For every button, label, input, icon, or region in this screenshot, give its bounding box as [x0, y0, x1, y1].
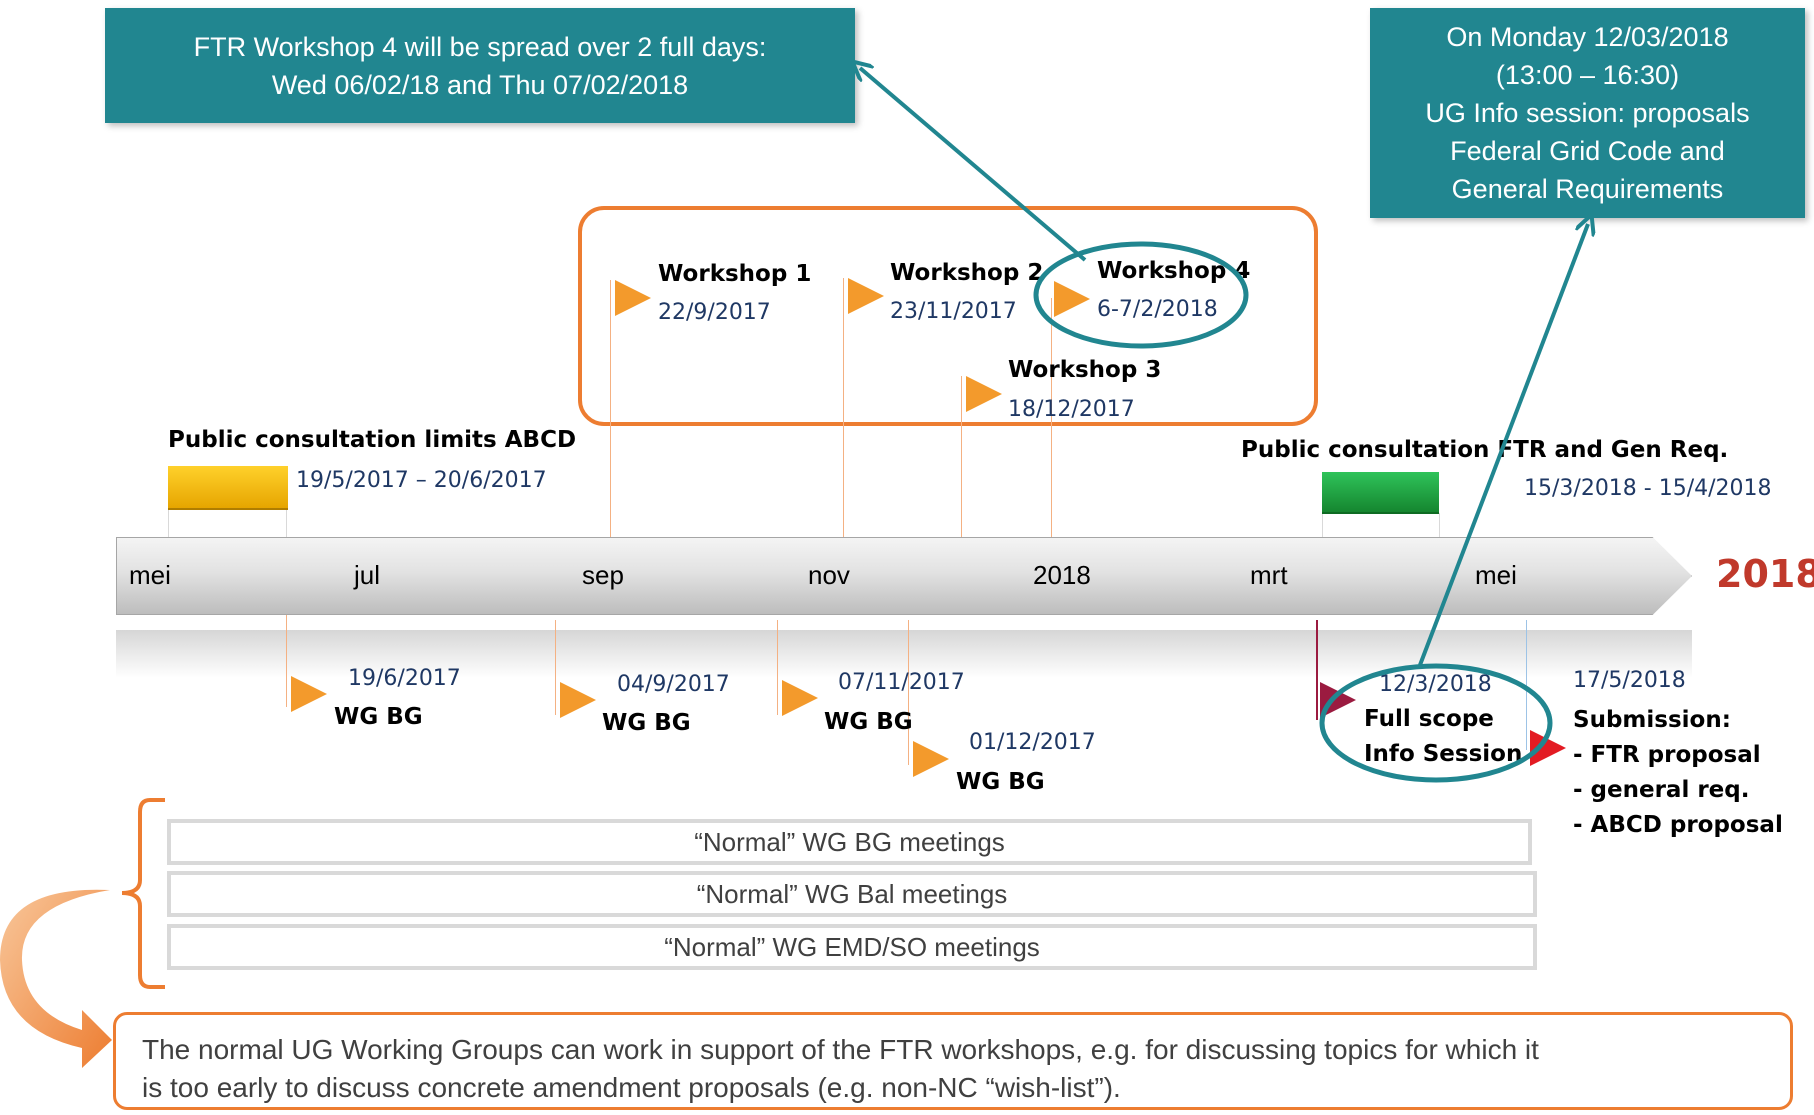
connector-line	[286, 615, 287, 707]
workshop-4-date: 6-7/2/2018	[1097, 297, 1218, 322]
curved-arrow	[0, 889, 112, 1068]
workshop-2-date: 23/11/2017	[890, 299, 1017, 324]
wg-meeting-1-title: WG BG	[334, 704, 423, 730]
submission-item: - FTR proposal	[1573, 742, 1761, 768]
normal-meeting-bar: “Normal” WG BG meetings	[167, 819, 1532, 865]
connector-line	[1051, 298, 1052, 537]
normal-meeting-bar: “Normal” WG EMD/SO meetings	[167, 924, 1537, 970]
connector-line	[1526, 620, 1527, 750]
timeline-month: jul	[354, 560, 381, 590]
wg-meeting-2-date: 04/9/2017	[617, 672, 730, 697]
normal-meeting-bar: “Normal” WG Bal meetings	[167, 871, 1537, 917]
connector-line	[168, 505, 169, 537]
callout-line: UG Info session: proposals	[1425, 98, 1750, 128]
ftr-workshop4-callout: FTR Workshop 4 will be spread over 2 ful…	[105, 8, 855, 123]
consultation-ftr-bar	[1322, 472, 1439, 514]
workshop-3-date: 18/12/2017	[1008, 397, 1135, 422]
submission-title: Submission:	[1573, 707, 1731, 733]
workshop-1-flag	[615, 280, 651, 316]
workshop-1-date: 22/9/2017	[658, 300, 771, 325]
submission-date: 17/5/2018	[1573, 668, 1686, 693]
timeline-month: nov	[808, 560, 850, 590]
timeline-month: mrt	[1250, 560, 1288, 590]
callout-line: (13:00 – 16:30)	[1495, 60, 1680, 90]
timeline-bar	[116, 537, 1692, 615]
wg-meeting-4-date: 01/12/2017	[969, 730, 1096, 755]
info-session-highlight	[1319, 663, 1553, 783]
callout-arrow	[860, 68, 1087, 262]
callout-line: General Requirements	[1451, 174, 1724, 204]
submission-item: - ABCD proposal	[1573, 812, 1783, 838]
connector-line	[286, 505, 287, 537]
workshop-2-title: Workshop 2	[890, 260, 1044, 286]
connector-line	[610, 280, 611, 537]
callout-line: Federal Grid Code and	[1450, 136, 1725, 166]
connector-line	[1322, 513, 1323, 537]
submission-item: - general req.	[1573, 777, 1750, 803]
wg-meeting-2-flag	[560, 682, 596, 718]
workshop-4-flag	[1054, 281, 1090, 317]
workshop-3-title: Workshop 3	[1008, 357, 1162, 383]
connector-line	[777, 620, 778, 715]
wg-meeting-1-date: 19/6/2017	[348, 666, 461, 691]
wg-meeting-4-flag	[913, 741, 949, 777]
timeline-month: mei	[1475, 560, 1517, 590]
wg-meeting-3-flag	[782, 680, 818, 716]
connector-line	[843, 278, 844, 537]
wg-meeting-4-title: WG BG	[956, 769, 1045, 795]
consultation-abcd-dates: 19/5/2017 – 20/6/2017	[296, 468, 547, 493]
connector-line	[555, 620, 556, 715]
year-label: 2018	[1716, 552, 1814, 596]
wg-meeting-3-title: WG BG	[824, 709, 913, 735]
info-session-date: 12/3/2018	[1379, 672, 1492, 697]
callout-line: On Monday 12/03/2018	[1446, 22, 1729, 52]
connector-line	[1439, 513, 1440, 537]
note-line: is too early to discuss concrete amendme…	[142, 1072, 1121, 1103]
workshop-2-flag	[848, 278, 884, 314]
note-box: The normal UG Working Groups can work in…	[113, 1012, 1793, 1110]
connector-line	[961, 376, 962, 537]
meetings-bracket	[121, 798, 165, 989]
info-session-line1: Full scope	[1364, 706, 1494, 732]
connector-line	[908, 620, 909, 765]
consultation-abcd-bar	[168, 466, 288, 510]
workshops-frame	[578, 206, 1318, 426]
callout-line: FTR Workshop 4 will be spread over 2 ful…	[193, 31, 767, 62]
workshop-1-title: Workshop 1	[658, 261, 812, 287]
workshop-3-flag	[966, 376, 1002, 412]
info-session-line2: Info Session	[1364, 741, 1523, 767]
callout-line: Wed 06/02/18 and Thu 07/02/2018	[271, 69, 689, 100]
connector-line	[1316, 620, 1318, 720]
consultation-ftr-dates: 15/3/2018 - 15/4/2018	[1524, 476, 1772, 501]
callout-arrow	[1418, 224, 1588, 666]
consultation-abcd-title: Public consultation limits ABCD	[168, 427, 577, 453]
timeline-month: sep	[582, 560, 624, 590]
wg-meeting-1-flag	[291, 676, 327, 712]
workshop-4-highlight	[1033, 241, 1249, 349]
wg-meeting-3-date: 07/11/2017	[838, 670, 965, 695]
timeline-month: 2018	[1033, 560, 1091, 590]
consultation-ftr-title: Public consultation FTR and Gen Req.	[1241, 437, 1729, 463]
ug-info-callout: On Monday 12/03/2018 (13:00 – 16:30) UG …	[1370, 8, 1805, 218]
timeline-month: mei	[129, 560, 171, 590]
wg-meeting-2-title: WG BG	[602, 710, 691, 736]
note-line: The normal UG Working Groups can work in…	[142, 1034, 1539, 1065]
